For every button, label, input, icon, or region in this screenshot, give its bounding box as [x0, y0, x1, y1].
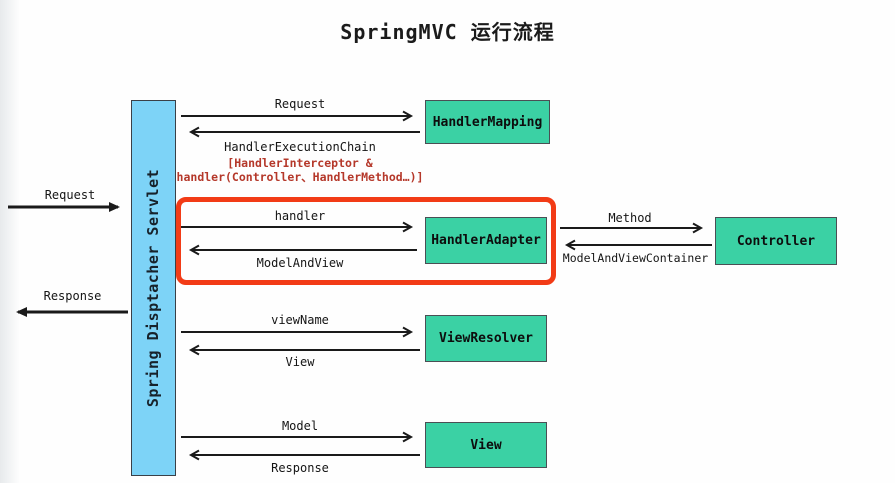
node-handler-mapping: HandlerMapping: [425, 100, 550, 144]
annotation-line2: handler(Controller、HandlerMethod…)]: [176, 170, 424, 184]
label-from-view: Response: [271, 461, 329, 475]
label-to-view: Model: [281, 419, 319, 433]
label-from-controller: ModelAndViewContainer: [562, 251, 709, 265]
label-from-handler-mapping: HandlerExecutionChain: [224, 140, 376, 154]
label-to-handler-mapping: Request: [274, 97, 326, 111]
dispatcher-servlet-bar: Spring Disptacher Servlet: [131, 100, 176, 476]
label-from-handler-adapter: ModelAndView: [256, 256, 344, 270]
label-from-view-resolver: View: [285, 355, 315, 369]
node-view: View: [425, 422, 547, 468]
node-view-resolver: ViewResolver: [425, 315, 547, 362]
annotation-handler-chain: [HandlerInterceptor & handler(Controller…: [140, 156, 460, 184]
label-request-in: Request: [44, 188, 96, 202]
diagram-title: SpringMVC 运行流程: [340, 20, 555, 44]
label-to-controller: Method: [608, 211, 652, 225]
label-response-out: Response: [43, 289, 102, 303]
annotation-line1: [HandlerInterceptor &: [227, 156, 373, 170]
label-to-handler-adapter: handler: [274, 209, 326, 223]
dispatcher-servlet-label: Spring Disptacher Servlet: [144, 168, 163, 408]
node-handler-adapter: HandlerAdapter: [425, 217, 547, 264]
node-controller: Controller: [715, 217, 837, 265]
label-to-view-resolver: viewName: [271, 313, 329, 327]
